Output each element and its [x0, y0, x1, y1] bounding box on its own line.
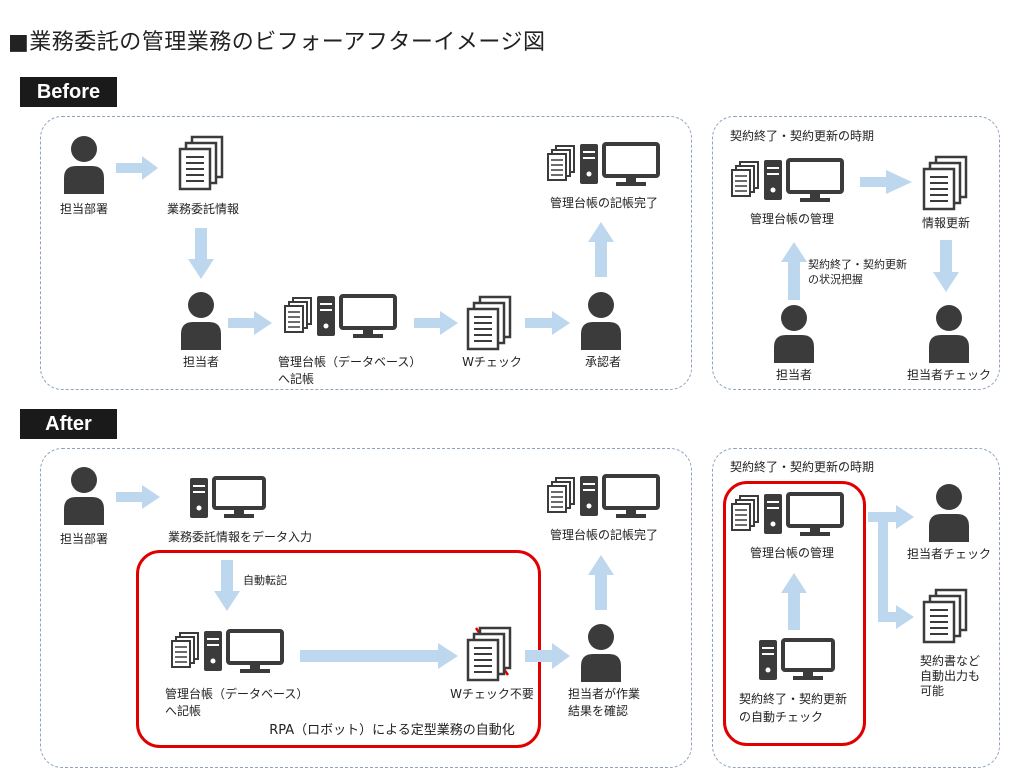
label-staff: 担当者 [775, 368, 813, 382]
label-staff: 担当者 [182, 355, 220, 369]
label-info-update: 情報更新 [921, 216, 971, 230]
documents-icon [466, 295, 512, 351]
label-data-entry: 業務委託情報をデータ入力 [167, 530, 313, 544]
after-label: After [20, 409, 117, 439]
before-side-box [712, 116, 1000, 390]
label-status-grasp: 契約終了・契約更新 の状況把握 [808, 258, 907, 286]
before-label: Before [20, 77, 117, 107]
documents-icon [178, 135, 224, 191]
label-contract-info: 業務委託情報 [166, 202, 240, 216]
label-auto-output: 契約書など 自動出力も 可能 [920, 654, 981, 698]
computer-icon [759, 638, 835, 680]
database-pc-icon [547, 474, 660, 518]
label-ledger-management: 管理台帳の管理 [749, 212, 835, 226]
label-staff-check: 担当者チェック [906, 368, 992, 382]
label-auto-check: 契約終了・契約更新 の自動チェック [739, 692, 848, 724]
database-pc-icon [731, 158, 844, 202]
documents-icon [466, 626, 512, 682]
label-wcheck: Wチェック [462, 355, 522, 369]
person-icon [581, 624, 621, 682]
person-icon [581, 292, 621, 350]
label-entry-complete: 管理台帳の記帳完了 [549, 528, 659, 542]
label-entry-complete: 管理台帳の記帳完了 [549, 196, 659, 210]
label-staff-check: 担当者チェック [906, 547, 992, 561]
person-icon [64, 136, 104, 194]
label-ledger-entry: 管理台帳（データベース） へ記帳 [278, 355, 422, 386]
side-heading: 契約終了・契約更新の時期 [730, 460, 875, 474]
label-ledger-entry: 管理台帳（データベース） へ記帳 [165, 687, 309, 718]
label-department: 担当部署 [59, 532, 109, 546]
label-wcheck-unneeded: Wチェック不要 [450, 687, 534, 701]
label-approver: 承認者 [584, 355, 622, 369]
database-pc-icon [171, 629, 284, 673]
person-icon [929, 305, 969, 363]
page-title: ■業務委託の管理業務のビフォーアフターイメージ図 [8, 30, 546, 55]
person-icon [181, 292, 221, 350]
label-auto-transfer: 自動転記 [243, 574, 287, 587]
computer-icon [190, 476, 266, 518]
database-pc-icon [731, 492, 844, 536]
person-icon [64, 467, 104, 525]
auto-check-highlight-box [723, 481, 866, 746]
person-icon [929, 484, 969, 542]
side-heading: 契約終了・契約更新の時期 [730, 129, 875, 143]
documents-icon [922, 155, 968, 211]
label-department: 担当部署 [59, 202, 109, 216]
person-icon [774, 305, 814, 363]
label-staff-confirm: 担当者が作業 結果を確認 [568, 687, 641, 718]
database-pc-icon [547, 142, 660, 186]
label-rpa: RPA（ロボット）による定型業務の自動化 [269, 723, 515, 738]
documents-icon [922, 588, 968, 644]
database-pc-icon [284, 294, 397, 338]
before-main-box [40, 116, 692, 390]
after-side-box [712, 448, 1000, 768]
label-ledger-management: 管理台帳の管理 [749, 546, 835, 560]
after-main-box [40, 448, 692, 768]
